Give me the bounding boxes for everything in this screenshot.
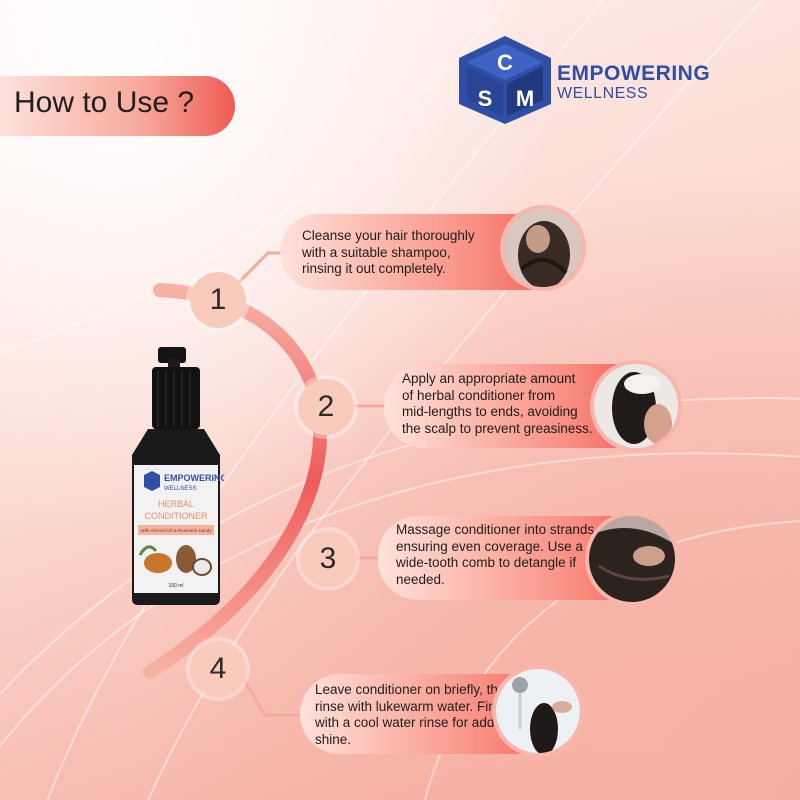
step-4-photo	[492, 665, 584, 757]
conditioner-bottle: EMPOWERING WELLNESS HERBAL CONDITIONER W…	[132, 347, 224, 605]
step-3-text: Massage conditioner into strands,ensurin…	[396, 522, 598, 587]
bottle-product-name-2: CONDITIONER	[145, 511, 209, 521]
step-1-number: 1	[190, 272, 246, 328]
brand-subname: WELLNESS	[557, 85, 649, 102]
svg-text:C: C	[497, 50, 513, 75]
step-1-photo	[500, 205, 586, 291]
page-title: How to Use ?	[14, 86, 195, 119]
bottle-product-name-1: HERBAL	[158, 499, 194, 509]
bottle-brand-line2: WELLNESS	[164, 486, 197, 492]
bottle-tagline: With Almond Oil & Rosmarin Candy	[140, 528, 212, 533]
step-3-number: 3	[300, 531, 356, 587]
step-3-photo	[585, 512, 679, 606]
step-2-photo	[590, 360, 682, 452]
bottle-brand-line1: EMPOWERING	[164, 473, 224, 483]
brand-logo: C S M	[459, 36, 551, 124]
brand-name: EMPOWERING	[557, 62, 711, 85]
step-4-number: 4	[190, 641, 246, 697]
bottle-volume: 100 ml	[168, 583, 183, 589]
svg-text:S: S	[478, 86, 493, 111]
step-2-number: 2	[298, 379, 354, 435]
svg-text:M: M	[516, 86, 534, 111]
title-banner	[0, 76, 235, 136]
